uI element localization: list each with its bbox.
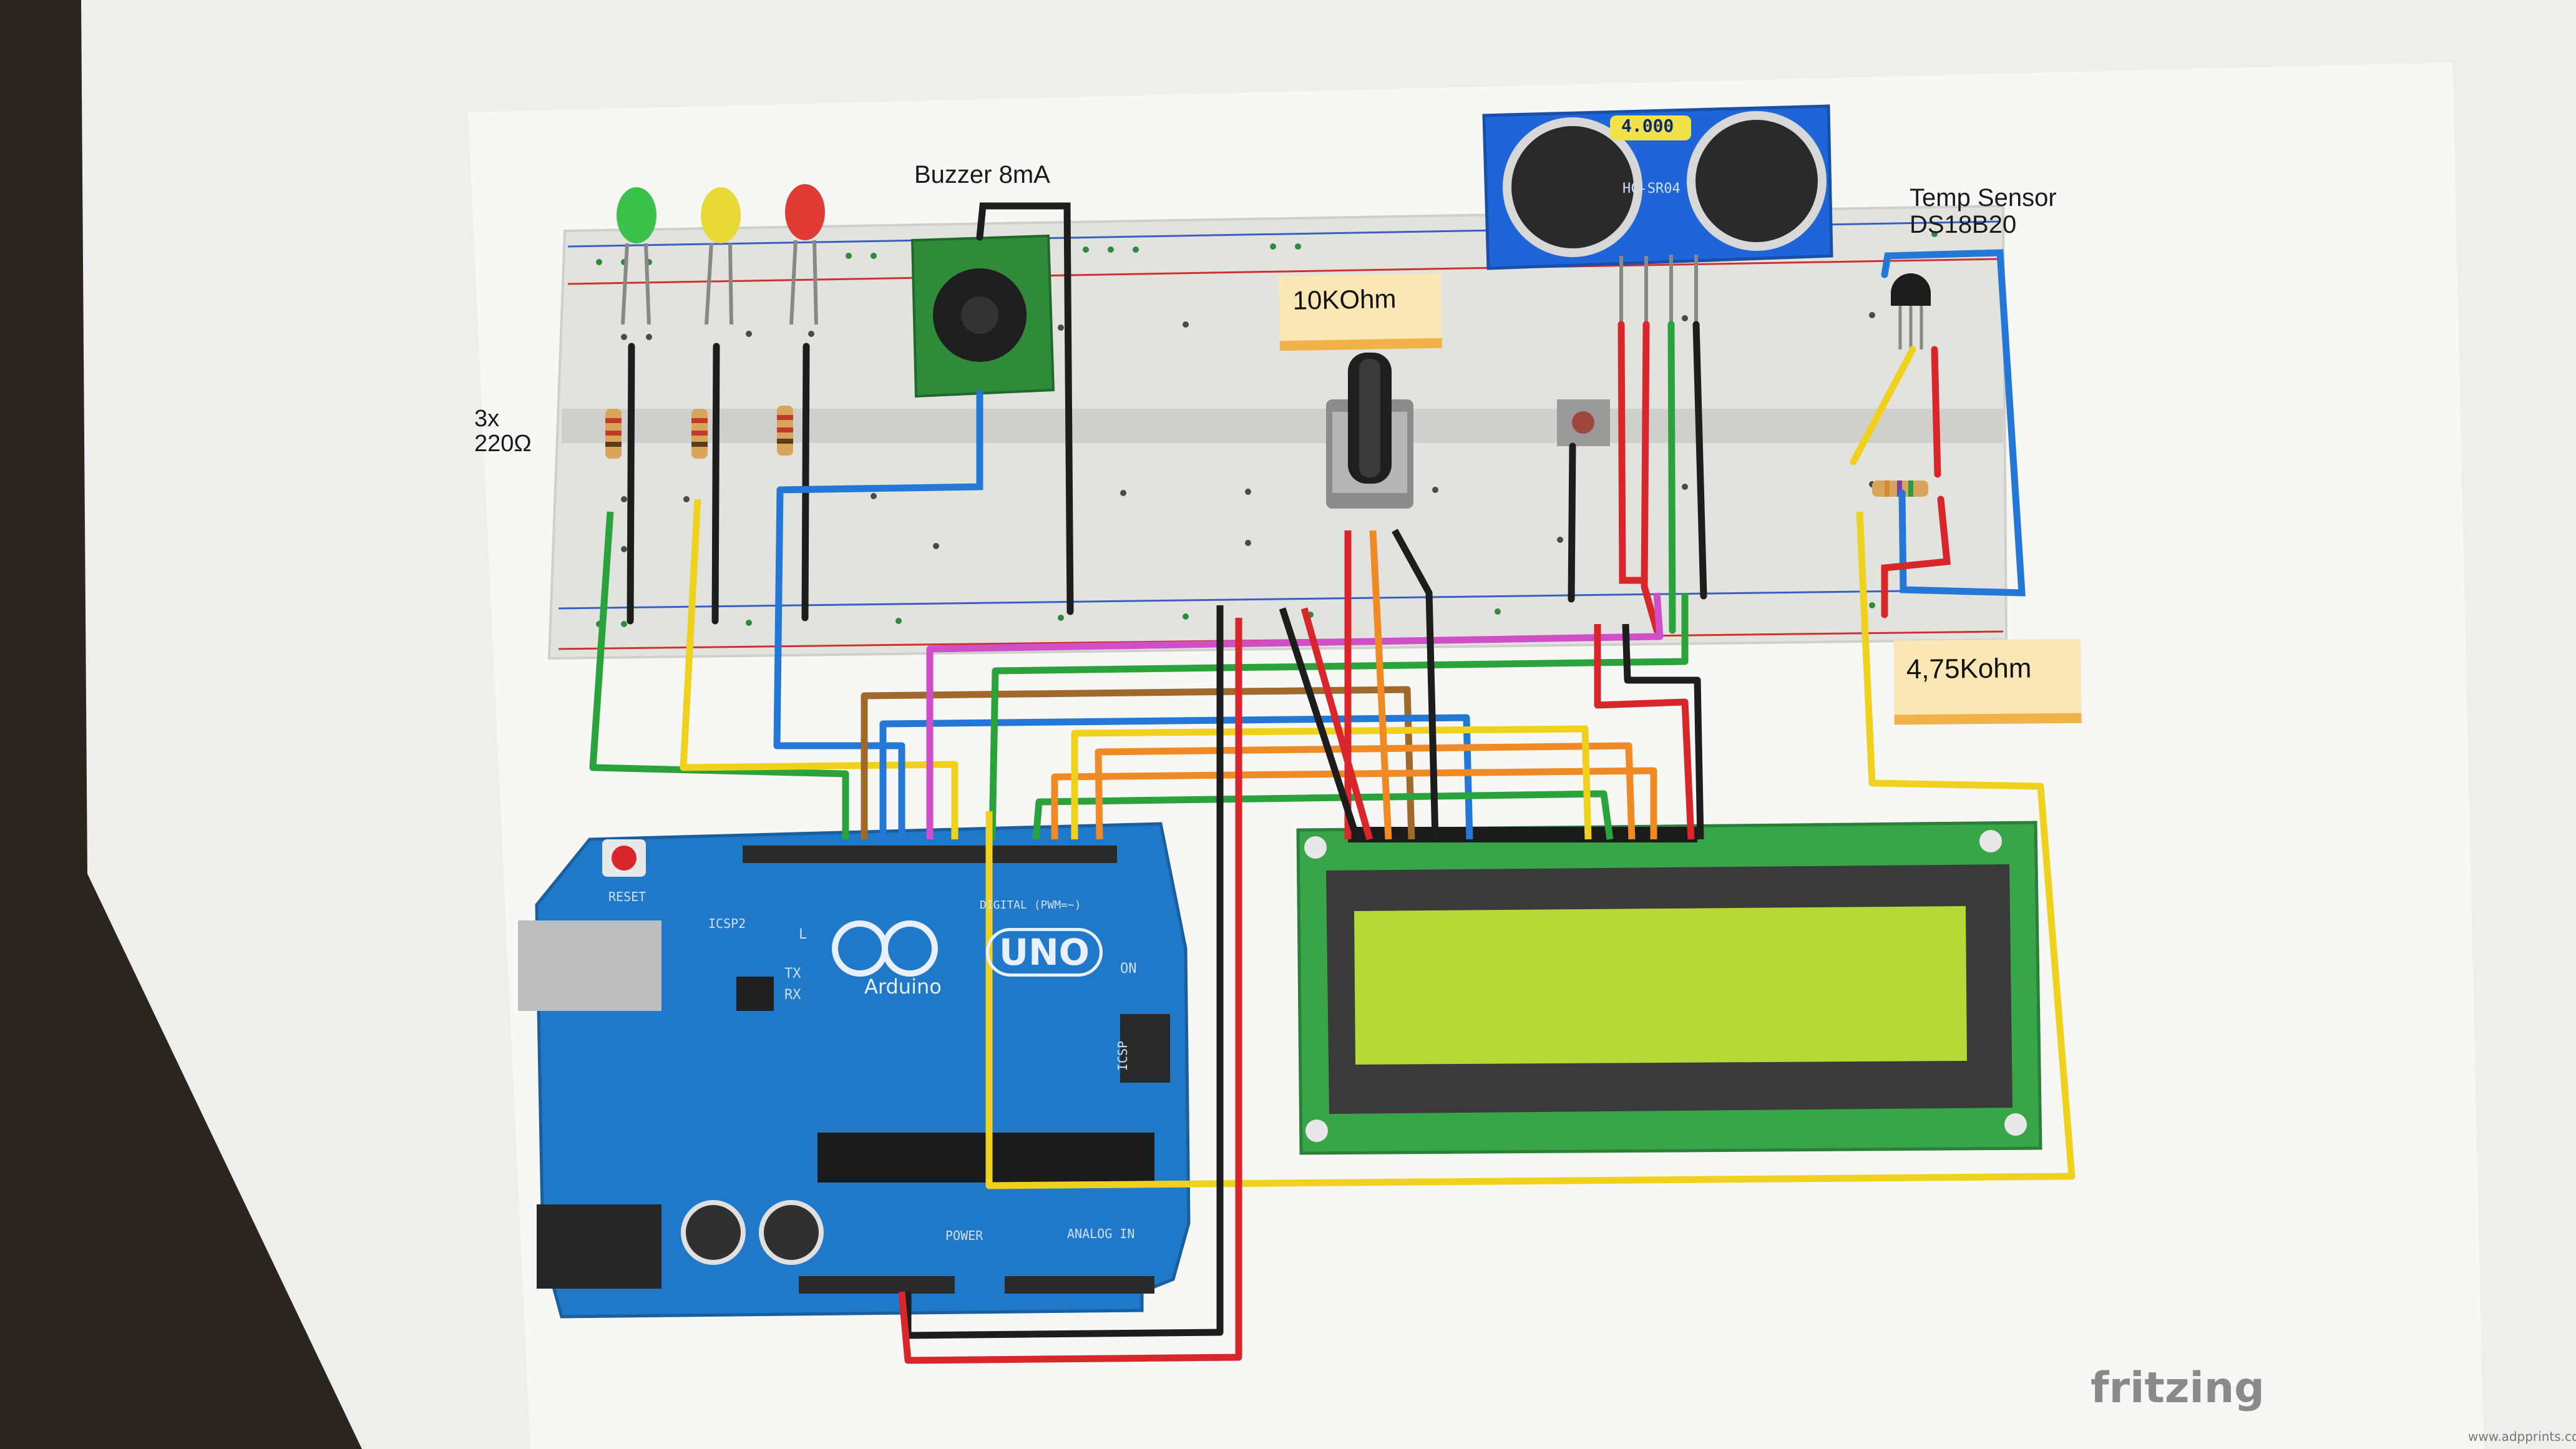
breadboard <box>547 204 2008 660</box>
resistor-220-2 <box>691 409 708 459</box>
power-jack <box>537 1204 661 1289</box>
led-yellow <box>701 187 741 325</box>
resistor-220-1 <box>605 409 622 459</box>
power-header <box>799 1276 955 1294</box>
breadboard-wires <box>627 202 2026 634</box>
digital-header <box>743 846 1117 863</box>
led-red <box>785 184 825 325</box>
lcd-display <box>1296 821 2042 1155</box>
lcd-header <box>1348 827 1697 842</box>
resistor-4-75k <box>1872 481 1928 497</box>
ultrasonic-sensor <box>1482 104 1833 324</box>
signal-wires <box>589 489 2076 1364</box>
resistor-220-3 <box>777 406 793 456</box>
usb-connector <box>518 920 661 1011</box>
potentiometer <box>1326 353 1413 509</box>
temperature-sensor <box>1891 273 1931 349</box>
led-green <box>617 187 656 325</box>
arduino-uno-board <box>518 822 1191 1319</box>
buzzer <box>910 234 1055 398</box>
analog-header <box>1005 1276 1154 1294</box>
push-button <box>1557 399 1610 446</box>
